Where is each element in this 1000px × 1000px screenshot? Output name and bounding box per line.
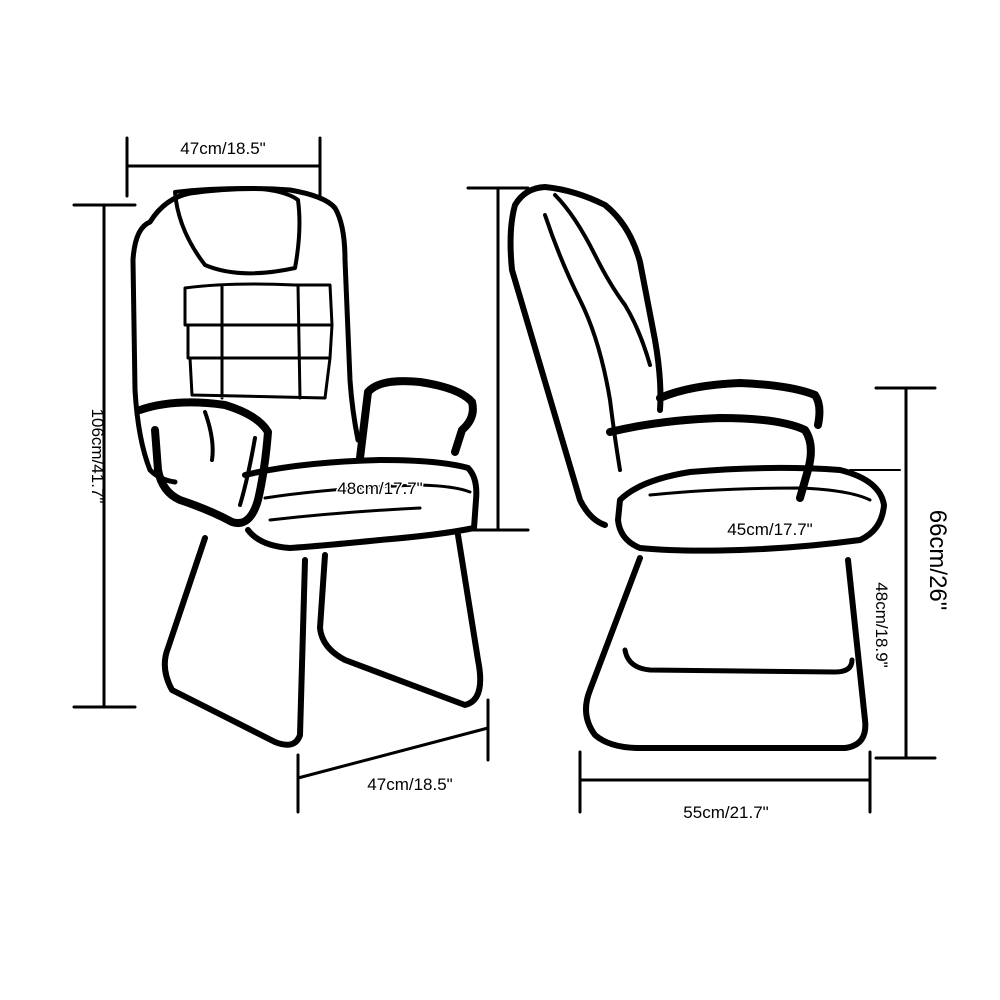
front-armrest-left-inner (203, 410, 257, 507)
label-front-seat-width: 48cm/17.7" (337, 479, 422, 498)
label-front-height: 106cm/41.7" (88, 409, 107, 504)
dim-front-base-line (296, 726, 490, 780)
side-seat (615, 464, 887, 554)
side-dimensions (466, 186, 937, 814)
side-armrest (606, 379, 824, 502)
label-side-seat-height: 48cm/18.9" (872, 582, 891, 667)
front-seat-stitch (263, 483, 472, 522)
side-seat-stitch (648, 486, 872, 502)
front-seat (242, 457, 480, 551)
front-dimensions (72, 136, 490, 814)
front-backrest (130, 186, 361, 485)
label-front-width-top: 47cm/18.5" (180, 139, 265, 158)
side-backrest (507, 184, 664, 528)
front-base-right (317, 532, 484, 708)
label-side-seat-depth: 45cm/17.7" (727, 520, 812, 539)
side-base-rear (622, 647, 855, 675)
front-lumbar (183, 282, 334, 400)
front-chair (130, 186, 484, 748)
side-chair (507, 184, 887, 751)
label-side-arm-height: 66cm/26" (924, 510, 951, 611)
front-armrest-left (136, 398, 272, 527)
front-headrest (173, 186, 302, 276)
label-side-base-length: 55cm/21.7" (683, 803, 768, 822)
front-armrest-right (356, 377, 477, 462)
side-base (583, 555, 869, 751)
label-front-base-depth: 47cm/18.5" (367, 775, 452, 794)
front-base-left (161, 535, 308, 748)
